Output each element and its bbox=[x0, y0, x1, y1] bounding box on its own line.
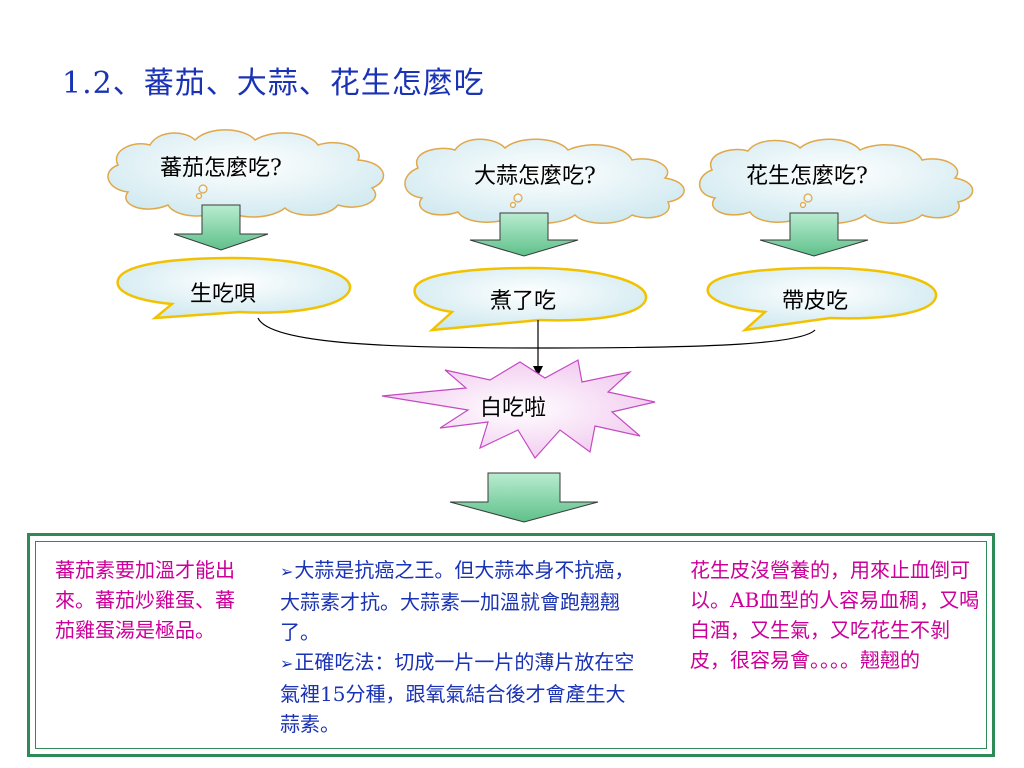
note-garlic-item: ➢大蒜是抗癌之王。但大蒜本身不抗癌，大蒜素才抗。大蒜素一加溫就會跑翹翹了。 bbox=[280, 555, 642, 647]
note-peanut: 花生皮沒營養的，用來止血倒可以。AB血型的人容易血稠，又喝白酒，又生氣，又吃花生… bbox=[690, 555, 980, 675]
arrow-conclusion bbox=[449, 472, 599, 523]
question-label-garlic: 大蒜怎麼吃? bbox=[474, 164, 596, 189]
answer-label-peanut: 帶皮吃 bbox=[782, 289, 849, 314]
arrow-tomato bbox=[173, 204, 269, 251]
question-cloud-garlic bbox=[404, 138, 685, 224]
notes-box bbox=[27, 533, 995, 757]
answer-bubble-peanut bbox=[706, 266, 938, 332]
conclusion-label: 白吃啦 bbox=[480, 396, 547, 421]
page-title: 1.2、蕃茄、大蒜、花生怎麼吃 bbox=[62, 66, 485, 101]
arrow-garlic bbox=[469, 212, 579, 257]
question-label-peanut: 花生怎麼吃? bbox=[746, 164, 868, 189]
conclusion-burst bbox=[381, 359, 656, 460]
arrow-peanut bbox=[759, 212, 869, 257]
answer-label-garlic: 煮了吃 bbox=[490, 289, 557, 314]
question-label-tomato: 蕃茄怎麼吃? bbox=[160, 156, 282, 181]
note-garlic-text-1: 大蒜是抗癌之王。但大蒜本身不抗癌，大蒜素才抗。大蒜素一加溫就會跑翹翹了。 bbox=[280, 558, 635, 644]
arrow-bullet-icon: ➢ bbox=[280, 654, 294, 673]
arrow-bullet-icon: ➢ bbox=[280, 562, 294, 581]
note-tomato: 蕃茄素要加溫才能出來。蕃茄炒雞蛋、蕃茄雞蛋湯是極品。 bbox=[55, 555, 239, 645]
connector-arrowhead bbox=[533, 366, 543, 376]
answer-bubble-tomato bbox=[116, 256, 352, 320]
note-peanut-text: 花生皮沒營養的，用來止血倒可以。AB血型的人容易血稠，又喝白酒，又生氣，又吃花生… bbox=[690, 558, 980, 672]
note-garlic: ➢大蒜是抗癌之王。但大蒜本身不抗癌，大蒜素才抗。大蒜素一加溫就會跑翹翹了。 ➢正… bbox=[280, 555, 642, 739]
note-tomato-text: 蕃茄素要加溫才能出來。蕃茄炒雞蛋、蕃茄雞蛋湯是極品。 bbox=[55, 558, 235, 642]
note-garlic-text-2: 正確吃法：切成一片一片的薄片放在空氣裡15分種，跟氧氣結合後才會產生大蒜素。 bbox=[280, 650, 635, 736]
question-cloud-tomato bbox=[107, 129, 385, 218]
connector-curve bbox=[257, 317, 816, 349]
notes-box-inner bbox=[35, 541, 987, 749]
note-garlic-item: ➢正確吃法：切成一片一片的薄片放在空氣裡15分種，跟氧氣結合後才會產生大蒜素。 bbox=[280, 647, 642, 739]
answer-bubble-garlic bbox=[413, 266, 648, 332]
question-cloud-peanut bbox=[698, 138, 974, 224]
answer-label-tomato: 生吃唄 bbox=[190, 282, 257, 307]
